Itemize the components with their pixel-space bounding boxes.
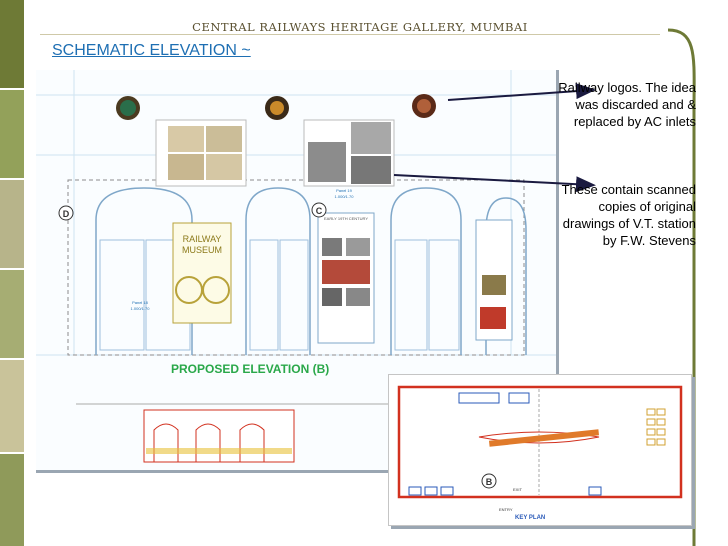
exhibit-panel-center: EARLY 19TH CENTURY <box>317 212 375 344</box>
panel-18-label: Panel 18 <box>132 300 149 305</box>
railway-museum-panel: RAILWAY MUSEUM <box>172 222 232 324</box>
left-decor-strip <box>0 0 24 546</box>
key-plan-label: KEY PLAN <box>515 515 545 521</box>
panel-19-label: Panel 19 <box>336 188 353 193</box>
key-plan-drawing: B EXIT ENTRY KEY PLAN <box>388 374 692 526</box>
scanned-drawings-left <box>155 119 247 187</box>
marker-d: D <box>58 205 74 221</box>
svg-text:C: C <box>316 206 323 216</box>
scanned-drawings-right <box>303 119 395 187</box>
railway-logo-icon <box>265 96 289 120</box>
elevation-svg: RAILWAY MUSEUM EARLY 19TH CENTURY Panel … <box>36 70 556 463</box>
century-label: EARLY 19TH CENTURY <box>324 216 368 221</box>
marker-c: C <box>311 202 327 218</box>
right-decor-curve <box>668 28 696 546</box>
key-plan-svg: B EXIT ENTRY KEY PLAN <box>397 385 683 521</box>
slide-title: SCHEMATIC ELEVATION ~ <box>52 42 251 59</box>
railway-logo-icon <box>116 96 140 120</box>
svg-text:D: D <box>63 209 70 219</box>
small-elevation <box>76 403 556 463</box>
gallery-header: CENTRAL RAILWAYS HERITAGE GALLERY, MUMBA… <box>192 20 528 34</box>
panel-18-size: 1.000/1.70 <box>131 306 151 311</box>
museum-sign-line2: MUSEUM <box>182 245 222 255</box>
museum-sign-line1: RAILWAY <box>183 234 222 244</box>
annotation-scanned-drawings: These contain scanned copies of original… <box>561 182 696 248</box>
annotation-railway-logos: Railway logos. The idea was discarded an… <box>558 80 696 129</box>
header-divider <box>40 34 660 35</box>
panel-19-size: 1.000/1.70 <box>335 194 355 199</box>
entry-label: ENTRY <box>499 507 513 512</box>
railway-logo-icon <box>412 94 436 118</box>
elevation-caption: PROPOSED ELEVATION (B) <box>171 362 329 376</box>
exit-label: EXIT <box>513 487 522 492</box>
svg-text:B: B <box>486 477 493 487</box>
marker-b: B <box>481 473 497 489</box>
